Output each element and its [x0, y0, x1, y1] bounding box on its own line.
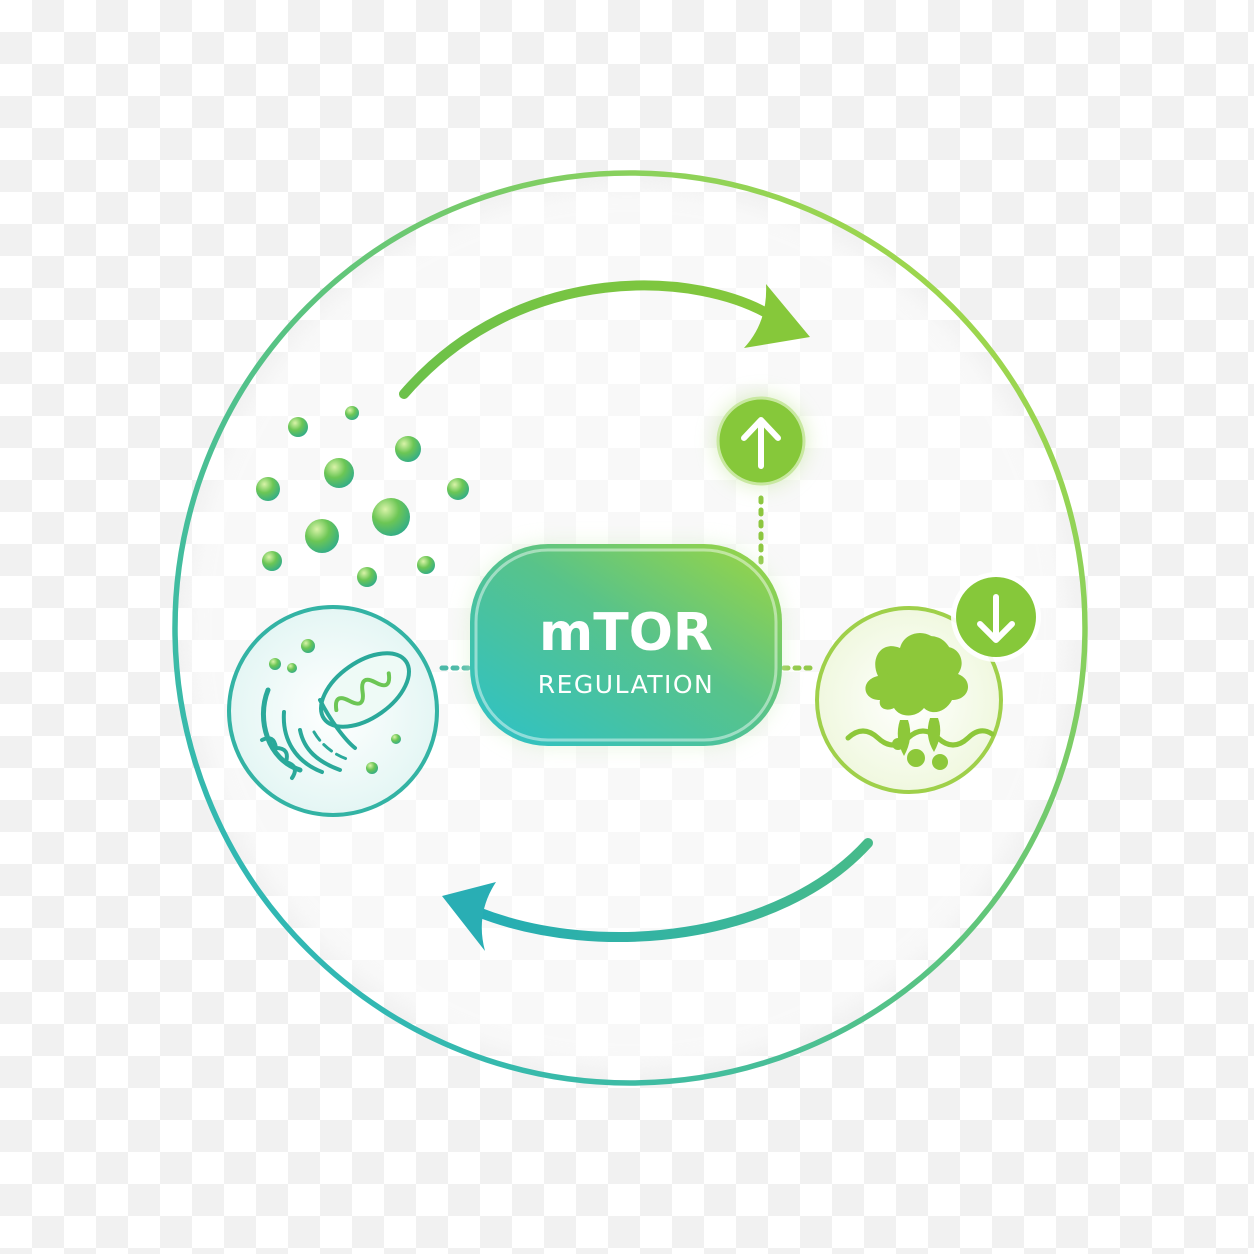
center-node-title: mTOR	[539, 603, 713, 663]
top-cycle-arrow	[399, 280, 810, 399]
outer-cycle-ring	[172, 170, 1088, 1086]
center-node-subtitle: REGULATION	[538, 670, 715, 699]
protein-aggregate-icon	[815, 606, 1003, 794]
nutrient-particles-icon	[256, 406, 469, 587]
cell-organelles-icon	[227, 605, 439, 817]
arrow-up-icon	[716, 396, 806, 486]
arrow-down-icon	[951, 572, 1041, 662]
center-node: mTOR REGULATION	[470, 544, 782, 746]
bottom-cycle-arrow	[442, 838, 873, 951]
